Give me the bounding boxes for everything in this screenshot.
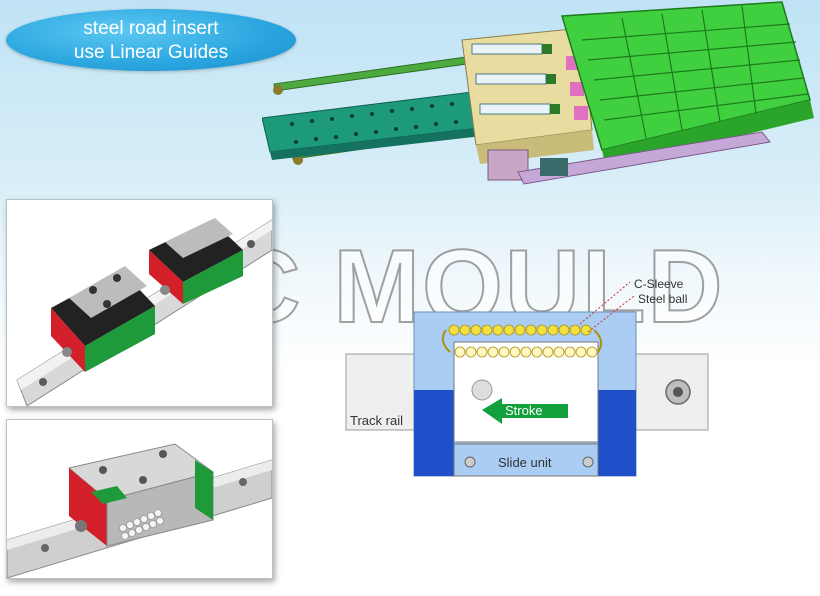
steel-balls-lower (454, 346, 598, 358)
stroke-label: Stroke (505, 403, 543, 418)
title-line-1: steel road insert (83, 18, 219, 39)
left-blue-panel (414, 390, 454, 476)
rail-plate-holes (290, 102, 458, 144)
steel-balls-upper (448, 324, 592, 336)
title-bubble: steel road insert use Linear Guides (6, 9, 296, 71)
rod-end-cap-2 (293, 155, 303, 165)
support-bracket (540, 158, 568, 176)
track-rail-label: Track rail (350, 413, 403, 428)
cylinders (471, 43, 560, 115)
stroke-arrow-icon (482, 398, 568, 424)
rail-plate-side (270, 128, 482, 160)
inner-bolt (471, 379, 493, 401)
linear-guide-photo-2 (6, 419, 273, 579)
c-sleeve-label: C-Sleeve (634, 277, 684, 291)
mould-slots (581, 5, 809, 139)
steel-ball-leader (587, 295, 635, 333)
linear-guide-section-diagram (345, 281, 709, 477)
steel-ball-label: Steel ball (638, 292, 688, 306)
c-sleeve-leader (579, 281, 631, 325)
slide-unit-label: Slide unit (498, 455, 552, 470)
support-bar (517, 131, 771, 185)
rod-end-cap-1 (273, 85, 283, 95)
mould-assembly-illustration (262, 1, 814, 185)
linear-guide-photo-1 (6, 199, 273, 407)
right-blue-panel (598, 390, 636, 476)
title-line-2: use Linear Guides (73, 42, 229, 63)
